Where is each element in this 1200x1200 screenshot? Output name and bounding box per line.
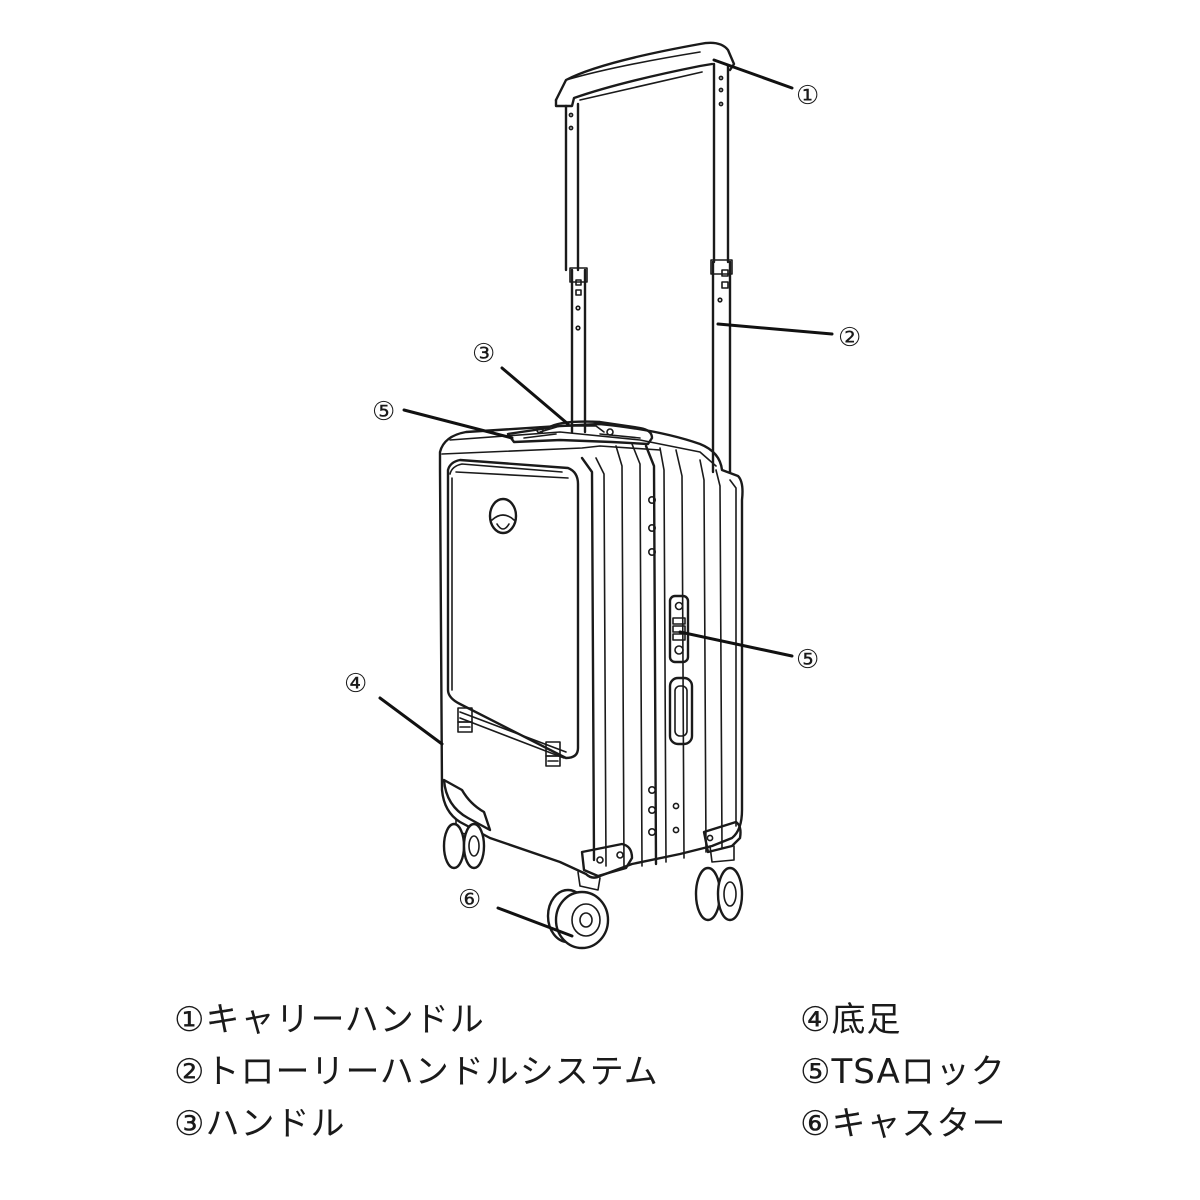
callout-4: ④ <box>344 669 367 699</box>
legend-item-carry-handle: ①キャリーハンドル <box>174 1000 485 1040</box>
pocket-latch-right <box>545 741 561 767</box>
side-handle <box>668 676 694 746</box>
logo-emblem <box>488 497 518 535</box>
leader-2 <box>716 322 834 336</box>
legend-item-tsa-lock: ⑤TSAロック <box>800 1052 1006 1092</box>
callout-5-side: ⑤ <box>796 645 819 675</box>
trolley-handle-system <box>554 41 736 474</box>
callout-5-top: ⑤ <box>372 397 395 427</box>
callout-1: ① <box>796 81 819 111</box>
pocket-latch-left <box>457 707 473 733</box>
leader-6 <box>496 906 574 938</box>
leader-1 <box>712 58 794 90</box>
leader-4 <box>378 696 444 746</box>
callout-labels: ① ② ③ ⑤ ⑤ ④ ⑥ <box>344 81 861 915</box>
tsa-lock <box>668 594 690 664</box>
legend-item-bottom-feet: ④底足 <box>800 1000 902 1040</box>
caster-rear-left <box>442 819 486 870</box>
legend-item-casters: ⑥キャスター <box>800 1104 1007 1144</box>
callout-3: ③ <box>472 339 495 369</box>
suitcase-body <box>438 420 744 879</box>
callout-6: ⑥ <box>458 885 481 915</box>
legend-item-handle: ③ハンドル <box>174 1104 346 1144</box>
caster-front-left <box>546 871 610 950</box>
leader-3 <box>500 366 570 426</box>
legend-left-column: ①キャリーハンドル ②トローリーハンドルシステム ③ハンドル <box>174 994 659 1150</box>
caster-rear-right <box>694 845 744 922</box>
bottom-feet <box>442 778 742 878</box>
leader-lines <box>378 58 834 938</box>
legend-right-column: ④底足 ⑤TSAロック ⑥キャスター <box>800 994 1006 1150</box>
leader-5a <box>402 408 514 440</box>
legend-item-trolley-handle-system: ②トローリーハンドルシステム <box>174 1052 659 1092</box>
leader-5b <box>678 630 794 658</box>
callout-2: ② <box>838 323 861 353</box>
